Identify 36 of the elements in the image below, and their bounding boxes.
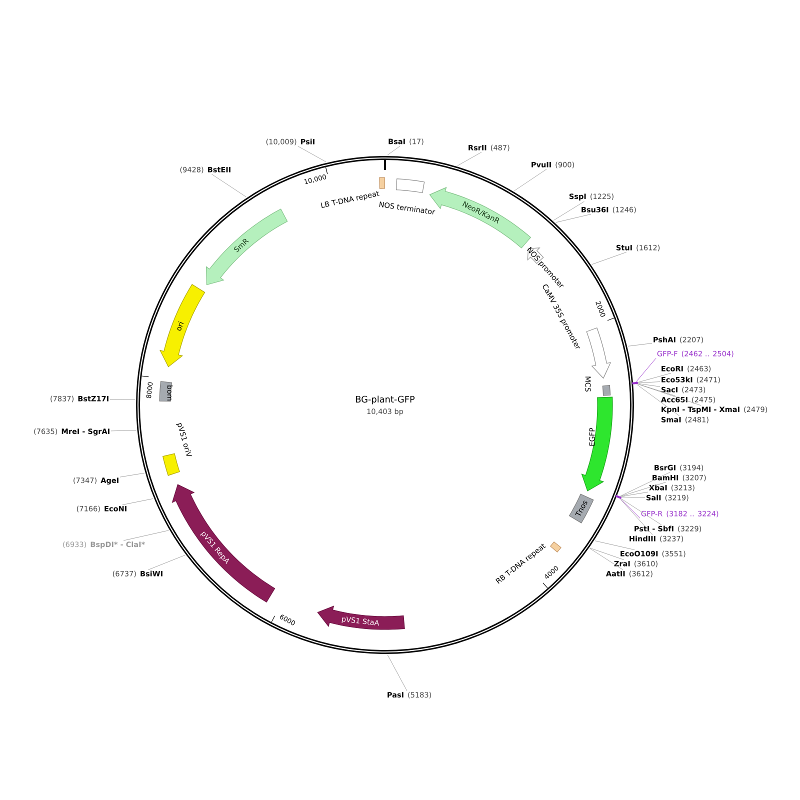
leader-line [553,201,585,221]
leader-line [590,548,624,570]
leader-line [638,384,702,406]
leader-line [148,554,186,570]
leader-line [638,372,672,382]
leader-line [638,383,660,387]
leader-line [122,498,154,506]
leader-line [123,530,169,541]
leader-line [638,384,676,396]
plasmid-name: BG-plant-GFP [356,396,415,404]
leader-line [514,168,547,192]
leader-line [622,496,646,498]
leader-line [638,381,660,384]
leader-line [590,548,624,560]
leader-line [620,492,648,497]
leader-line [620,499,640,518]
leader-line [387,654,408,692]
leader-line [211,174,247,198]
leader-line [110,430,137,432]
leader-line [457,152,482,166]
leader-line [620,498,653,536]
leader-line [298,146,326,162]
leader-line [592,252,627,265]
leader-line [556,214,592,223]
leader-line [620,472,670,496]
leader-line [120,472,145,478]
leader-line [636,358,656,382]
primer-mark [615,494,622,500]
leader-line [110,399,136,400]
leader-line [387,146,400,156]
leader-line [636,384,680,416]
leader-line [594,540,635,550]
leader-line [628,343,652,346]
leader-line [620,482,666,497]
leader-line [621,498,662,526]
primer-mark [632,382,638,384]
